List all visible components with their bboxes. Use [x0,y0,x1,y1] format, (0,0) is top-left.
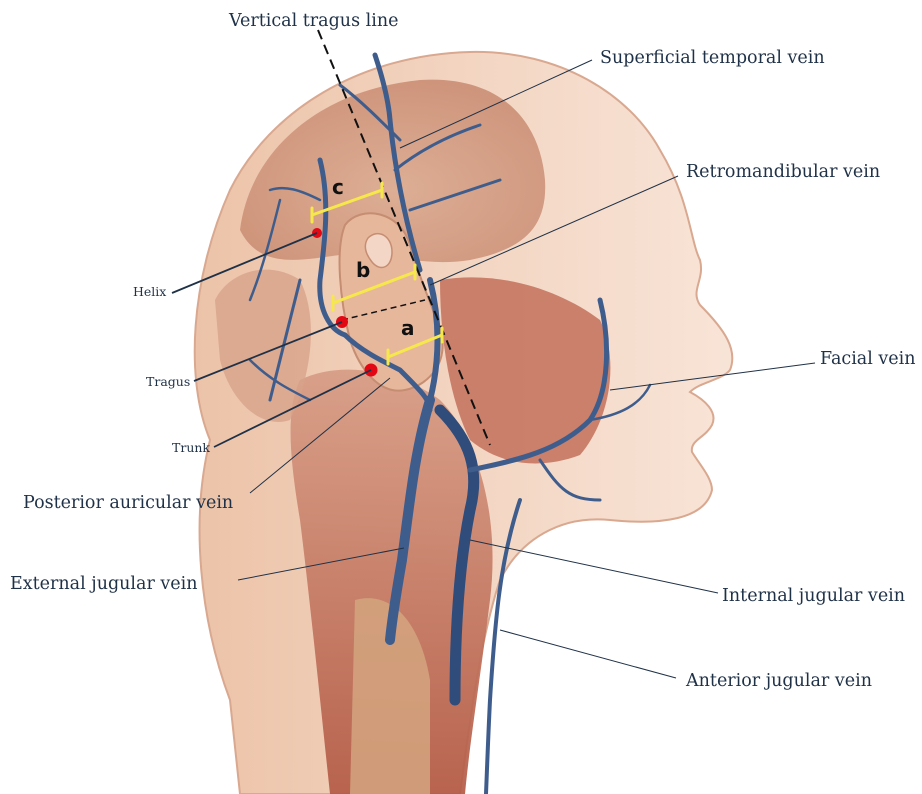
label-trunk: Trunk [172,440,210,455]
label-posterior-auricular-vein: Posterior auricular vein [23,493,233,513]
label-superficial-temporal-vein: Superficial temporal vein [600,48,825,68]
segment-letter-a: a [401,316,415,340]
label-internal-jugular-vein: Internal jugular vein [722,586,905,606]
label-tragus: Tragus [146,374,190,389]
label-external-jugular-vein: External jugular vein [10,574,198,594]
segment-letter-c: c [332,175,344,199]
label-vertical-tragus-line: Vertical tragus line [228,11,398,31]
label-anterior-jugular-vein: Anterior jugular vein [685,671,872,691]
label-helix: Helix [133,284,166,299]
label-retromandibular-vein: Retromandibular vein [686,162,880,182]
label-facial-vein: Facial vein [820,349,916,369]
segment-letter-b: b [356,258,370,282]
